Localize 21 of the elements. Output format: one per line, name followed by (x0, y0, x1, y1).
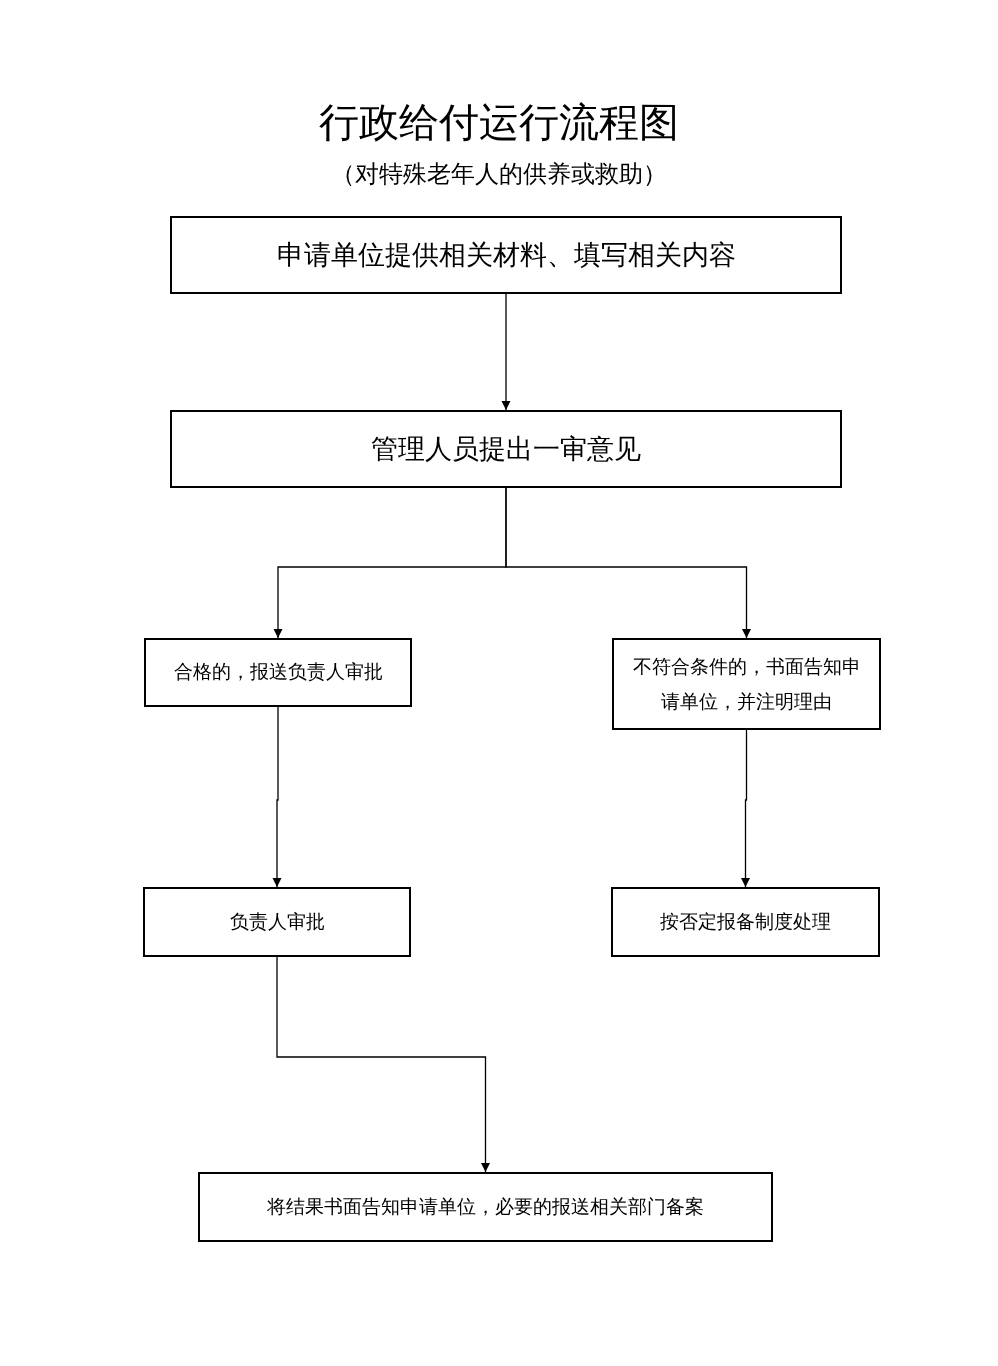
subtitle: （对特殊老年人的供养或救助） (330, 159, 668, 190)
process-box (198, 1172, 773, 1242)
process-box (170, 216, 842, 294)
process-box (170, 410, 842, 488)
box-text: 合格的，报送负责人审批 (173, 660, 383, 685)
process-box (143, 887, 411, 957)
box-text: 不符合条件的，书面告知申请单位，并注明理由 (631, 655, 862, 714)
arrow (741, 729, 750, 888)
arrow (272, 706, 282, 888)
box-text: 将结果书面告知申请单位，必要的报送相关部门备案 (267, 1194, 704, 1219)
box-text: 申请单位提供相关材料、填写相关内容 (276, 238, 736, 272)
box-text: 管理人员提出一审意见 (371, 432, 641, 466)
arrow (276, 956, 490, 1173)
process-box (144, 638, 412, 707)
diagram-title: 行政给付运行流程图 (318, 98, 680, 147)
process-box (611, 887, 880, 957)
arrow (505, 487, 751, 639)
process-box (612, 638, 881, 730)
box-text: 按否定报备制度处理 (660, 909, 831, 934)
arrow (501, 293, 511, 411)
box-text: 负责人审批 (229, 909, 325, 934)
